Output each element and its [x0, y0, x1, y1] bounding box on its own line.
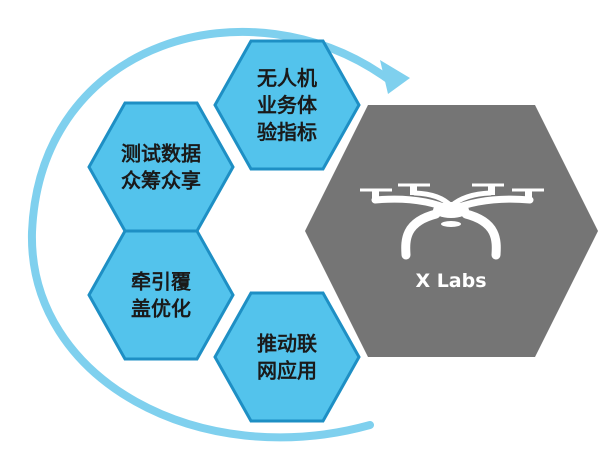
cycle-arc	[27, 27, 392, 442]
hexagon-shape	[213, 291, 361, 423]
center-hexagon-shape	[305, 105, 598, 357]
hexagon-label-line: 无人机	[257, 66, 317, 90]
hexagon-label-line: 牵引覆	[131, 270, 192, 294]
brand-label: X Labs	[415, 270, 486, 292]
drone-icon	[360, 183, 544, 260]
hexagon-label-line: 网应用	[257, 359, 317, 383]
hexagon-shape	[87, 229, 235, 361]
center-hexagon: X Labs	[305, 105, 598, 357]
cycle-arc-arrow	[27, 27, 410, 442]
hexagon-label-line: 盖优化	[131, 297, 191, 321]
hexagon-label-line: 众筹众享	[121, 169, 201, 193]
hexagon-label-line: 验指标	[257, 120, 317, 144]
arrow-head-icon	[380, 60, 410, 94]
hexagon-label-line: 测试数据	[121, 142, 201, 166]
hexagon-label-line: 业务体	[257, 93, 318, 117]
hexagon-shape	[213, 39, 361, 171]
hexagon-label-line: 推动联	[257, 332, 317, 356]
hexagon-shape	[87, 101, 235, 233]
